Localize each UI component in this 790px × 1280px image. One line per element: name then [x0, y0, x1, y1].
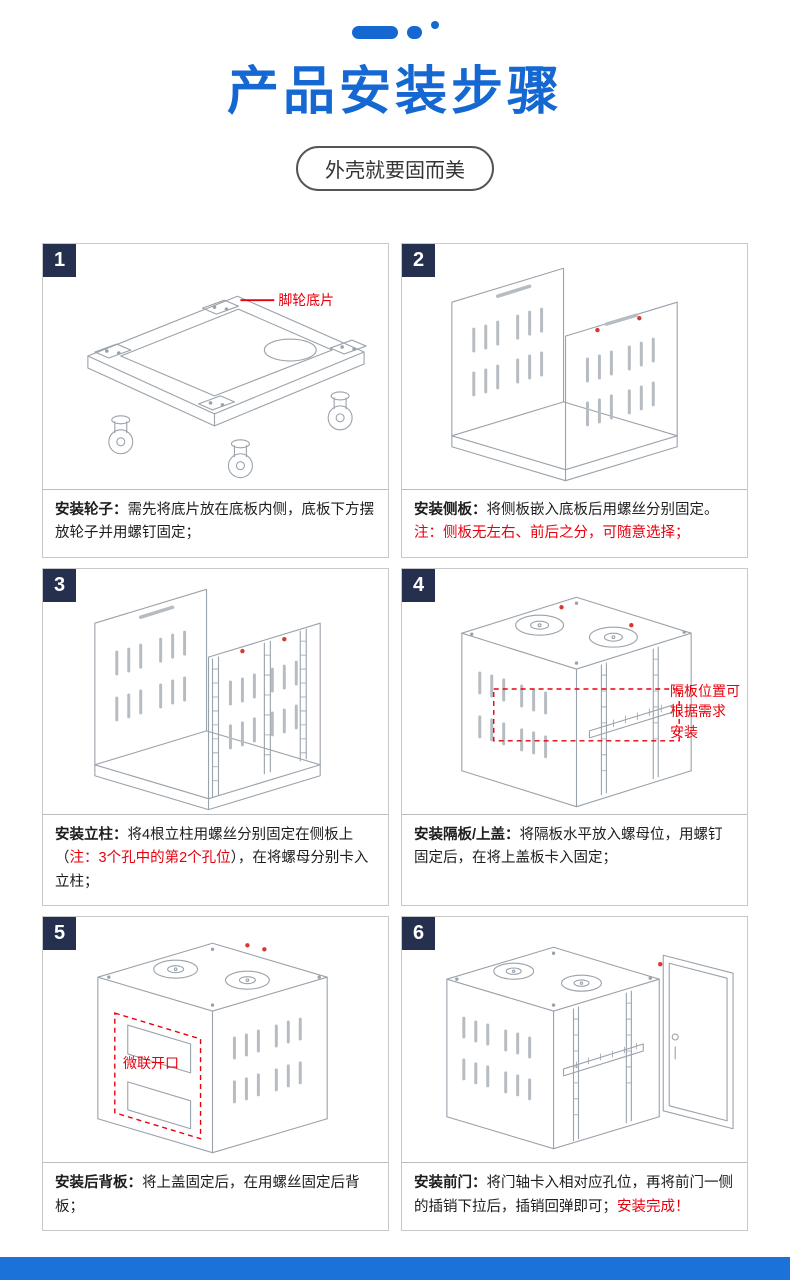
dot-icon	[430, 20, 439, 29]
step-illustration	[402, 244, 747, 489]
step-number-badge: 6	[402, 917, 435, 951]
fan-icon	[153, 960, 270, 991]
frame-with-posts-drawing	[94, 588, 321, 811]
footer-accent-bar	[0, 1257, 790, 1280]
caption-lead: 安装立柱：	[55, 826, 128, 843]
step-panel-3: 3	[42, 567, 389, 907]
step-illustration	[43, 569, 388, 814]
step-caption: 安装立柱：将4根立柱用螺丝分别固定在侧板上（注：3个孔中的第2个孔位），在将螺母…	[43, 813, 388, 905]
step-caption: 安装轮子：需先将底片放在底板内侧，底板下方摆放轮子并用螺钉固定；	[43, 489, 388, 557]
screw-dots	[105, 305, 356, 407]
hinge-marker-dot	[658, 962, 663, 967]
rack-rail-holes	[573, 1003, 632, 1116]
shelf-position-note: 隔板位置可 根据需求 安装	[670, 682, 740, 740]
screw-marker-dots	[595, 315, 642, 333]
brand-mark	[0, 0, 790, 39]
caption-text: 将4根立柱用螺丝分别固定在侧板上（	[55, 826, 354, 867]
fan-icon	[515, 614, 638, 648]
step-illustration: 微联开口	[43, 917, 388, 1162]
rack-rail-holes	[601, 658, 659, 772]
step-panel-4: 4	[401, 567, 748, 907]
caption-note: 注：3个孔中的第2个孔位	[69, 850, 231, 867]
vent-slots	[472, 307, 544, 397]
caption-lead: 安装侧板：	[414, 502, 487, 518]
caption-text: 需先将底片放在底板内侧，底板下方摆放轮子并用螺钉固定；	[55, 502, 374, 542]
caption-lead: 安装后背板：	[55, 1175, 142, 1192]
cabinet-with-open-door-drawing	[446, 947, 734, 1150]
shelf-slots	[601, 704, 662, 732]
step-caption: 安装隔板/上盖：将隔板水平放入螺母位，用螺钉固定后，在将上盖板卡入固定；	[402, 813, 747, 905]
caster-wheel-icon	[108, 391, 353, 479]
vent-slots	[585, 337, 655, 427]
cable-opening-label: 微联开口	[123, 1055, 179, 1072]
step-caption: 安装前门：将门轴卡入相对应孔位，再将前门一侧的插销下拉后，插销回弹即可；安装完成…	[402, 1162, 747, 1230]
cabinet-with-shelf-drawing	[461, 596, 692, 808]
rack-rail-holes	[212, 640, 307, 782]
caption-note: 注：侧板无左右、前后之分，可随意选择；	[414, 525, 690, 542]
handle-slot	[604, 313, 639, 326]
shelf-slots	[576, 1043, 637, 1069]
caster-pad-label: 脚轮底片	[278, 292, 334, 308]
screw-marker-dots	[559, 605, 634, 628]
screw-marker-dots	[245, 943, 267, 952]
step-caption: 安装后背板：将上盖固定后，在用螺丝固定后背板；	[43, 1162, 388, 1230]
base-with-casters-drawing: 脚轮底片	[87, 292, 367, 479]
caption-text-2: ），在将螺母分别卡入立柱；	[55, 850, 369, 890]
rear-panel-drawing	[97, 943, 328, 1154]
step-panel-5: 5	[42, 916, 389, 1232]
opening-highlight-box	[114, 1012, 202, 1141]
page-title: 产品安装步骤	[226, 63, 563, 121]
step-illustration: 隔板位置可 根据需求 安装	[402, 569, 747, 814]
dash-icon	[351, 26, 398, 39]
handle-slot	[138, 605, 175, 619]
step-number-badge: 3	[43, 568, 76, 602]
step-number-badge: 2	[402, 244, 435, 277]
step-illustration: 脚轮底片	[43, 244, 388, 489]
vent-slots	[232, 1017, 302, 1104]
step-number-badge: 5	[43, 917, 76, 951]
vent-slots	[478, 671, 548, 759]
screw-dots	[107, 947, 321, 1008]
screw-marker-dots	[240, 636, 287, 654]
steps-grid: 1	[42, 243, 748, 1232]
caption-lead: 安装隔板/上盖：	[414, 826, 520, 843]
step-caption: 安装侧板：将侧板嵌入底板后用螺丝分别固定。注：侧板无左右、前后之分，可随意选择；	[402, 489, 747, 557]
subtitle-wrap: 外壳就要固而美	[0, 146, 790, 191]
step-illustration	[402, 917, 747, 1162]
screw-dots	[470, 601, 686, 665]
shelf-highlight-box	[493, 688, 680, 742]
caption-text: 将隔板水平放入螺母位，用螺钉固定后，在将上盖板卡入固定；	[414, 826, 723, 867]
step-panel-2: 2	[401, 243, 748, 558]
step-panel-6: 6	[401, 916, 748, 1232]
vent-slots	[115, 630, 187, 722]
caption-note: 安装完成！	[617, 1198, 690, 1215]
short-dash-icon	[406, 26, 422, 39]
step-panel-1: 1	[42, 243, 389, 558]
vent-slots	[228, 660, 298, 750]
step-number-badge: 1	[43, 244, 76, 277]
fan-icon	[493, 963, 602, 993]
vent-slots	[462, 1016, 532, 1101]
side-panels-on-base-drawing	[451, 267, 678, 482]
caption-lead: 安装前门：	[414, 1175, 487, 1192]
step-number-badge: 4	[402, 568, 435, 602]
handle-slot	[495, 284, 532, 298]
caption-text: 将侧板嵌入底板后用螺丝分别固定。	[486, 502, 719, 518]
subtitle-pill: 外壳就要固而美	[296, 146, 494, 191]
caption-lead: 安装轮子：	[55, 502, 128, 518]
caption-text: 将上盖固定后，在用螺丝固定后背板；	[55, 1175, 360, 1215]
caption-text: 将门轴卡入相对应孔位，再将前门一侧的插销下拉后，插销回弹即可；	[414, 1175, 733, 1215]
screw-dots	[455, 951, 652, 1008]
